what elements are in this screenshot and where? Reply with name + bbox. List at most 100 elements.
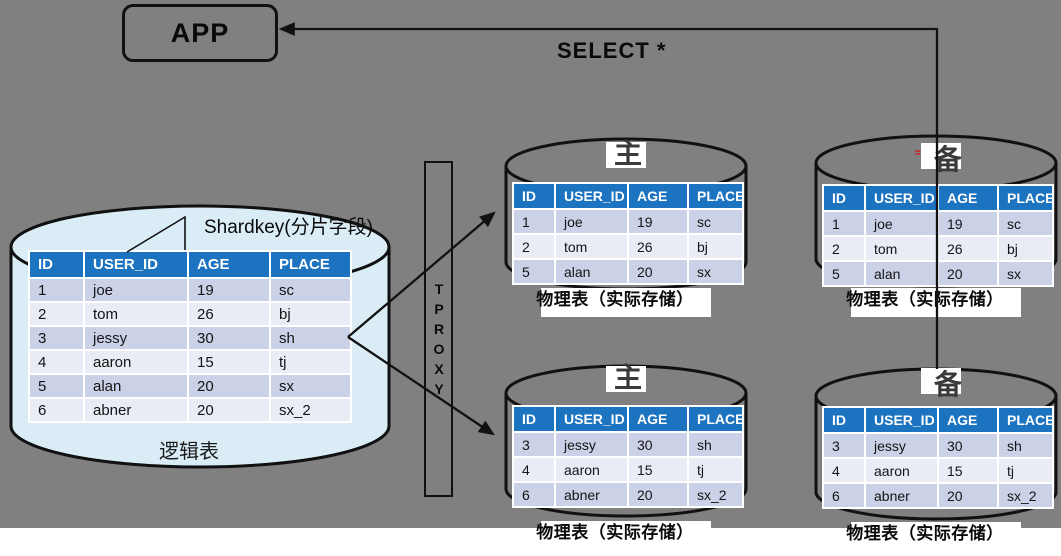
table-cell: 20	[937, 482, 999, 509]
caption-row: 物理表（实际存储）	[812, 522, 1060, 551]
app-node: APP	[122, 4, 278, 62]
role-label-primary: 主	[606, 361, 646, 394]
table-cell: 1	[512, 208, 556, 235]
column-header: USER_ID	[864, 406, 939, 434]
caption-row: 物理表（实际存储）	[502, 521, 750, 550]
physical-table-caption: 物理表（实际存储）	[536, 523, 694, 542]
table-cell: 6	[512, 481, 556, 508]
table-cell: sc	[269, 277, 352, 303]
table-cell: 2	[512, 233, 556, 260]
table-cell: jessy	[554, 431, 629, 458]
role-label-primary: 主	[606, 139, 646, 169]
table-cell: 15	[187, 349, 271, 375]
column-header: AGE	[187, 250, 271, 279]
column-header: PLACE	[269, 250, 352, 279]
table-cell: aaron	[83, 349, 189, 375]
physical-table-caption: 物理表（实际存储）	[536, 290, 694, 309]
table-cell: aaron	[554, 456, 629, 483]
table-cell: sx	[997, 260, 1054, 287]
physical-table-caption: 物理表（实际存储）	[846, 290, 1004, 309]
select-query-label: SELECT *	[557, 38, 667, 63]
table-cell: 5	[28, 373, 85, 399]
table-cell: tj	[269, 349, 352, 375]
table-cell: abner	[864, 482, 939, 509]
backup-role-char: 备	[934, 368, 963, 401]
column-header: PLACE	[687, 182, 744, 210]
table-cell: jessy	[83, 325, 189, 351]
table-cell: 4	[28, 349, 85, 375]
caption-row: 物理表（实际存储）	[502, 288, 750, 317]
caption-highlight: 物理表（实际存储）	[846, 522, 1021, 551]
table-cell: 4	[512, 456, 556, 483]
column-header: ID	[822, 184, 866, 212]
table-cell: tj	[687, 456, 744, 483]
role-label-backup: 备	[921, 368, 962, 400]
column-header: ID	[512, 405, 556, 433]
column-header: PLACE	[997, 184, 1054, 212]
table-cell: bj	[687, 233, 744, 260]
primary-role-char: 主	[614, 361, 643, 394]
table-cell: 1	[822, 210, 866, 237]
table-cell: sc	[687, 208, 744, 235]
table-cell: 6	[28, 397, 85, 423]
table-cell: alan	[554, 258, 629, 285]
role-label-backup: = 备	[915, 143, 962, 175]
table-cell: 20	[187, 397, 271, 423]
table-cell: tj	[997, 457, 1054, 484]
table-cell: 26	[937, 235, 999, 262]
column-header: AGE	[937, 184, 999, 212]
table-cell: sh	[269, 325, 352, 351]
table-cell: sh	[997, 432, 1054, 459]
table-cell: sx_2	[687, 481, 744, 508]
column-header: USER_ID	[83, 250, 189, 279]
table-cell: 15	[627, 456, 689, 483]
table-cell: 1	[28, 277, 85, 303]
table-cell: 4	[822, 457, 866, 484]
table-cell: jessy	[864, 432, 939, 459]
table-cell: sx	[687, 258, 744, 285]
shardkey-annotation: Shardkey(分片字段)	[204, 217, 373, 238]
table-cell: alan	[83, 373, 189, 399]
column-header: USER_ID	[554, 405, 629, 433]
column-header: AGE	[627, 405, 689, 433]
table-cell: 26	[627, 233, 689, 260]
physical-table-caption: 物理表（实际存储）	[846, 524, 1004, 543]
tproxy-label: TPROXY	[431, 281, 447, 401]
table-cell: 5	[512, 258, 556, 285]
column-header: ID	[822, 406, 866, 434]
app-node-label: APP	[170, 17, 230, 48]
caption-highlight: 物理表（实际存储）	[536, 288, 711, 317]
table-cell: 19	[937, 210, 999, 237]
table-cell: 20	[937, 260, 999, 287]
table-cell: sx	[269, 373, 352, 399]
table-cell: joe	[554, 208, 629, 235]
table-cell: 20	[627, 481, 689, 508]
table-cell: tom	[83, 301, 189, 327]
column-header: USER_ID	[554, 182, 629, 210]
red-mark: =	[915, 148, 921, 159]
table-cell: abner	[554, 481, 629, 508]
table-cell: 15	[937, 457, 999, 484]
